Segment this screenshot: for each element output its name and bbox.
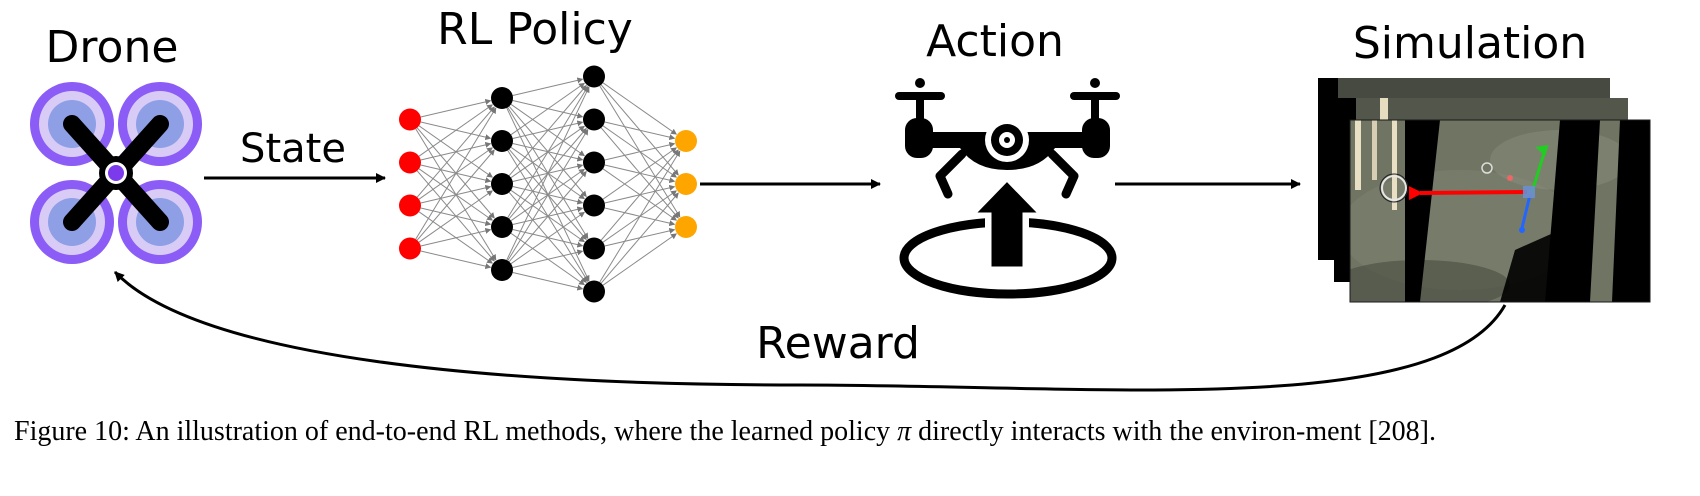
network-edge-2-0-0 xyxy=(602,82,677,135)
network-edge-1-0-0 xyxy=(512,77,584,96)
drone-icon xyxy=(30,82,202,264)
network-node-layer2-3 xyxy=(491,173,513,195)
network-edge-1-4-1 xyxy=(507,128,589,261)
network-edge-2-2-0 xyxy=(604,141,676,161)
policy-label: RL Policy xyxy=(437,4,633,55)
network-edge-0-2-0 xyxy=(416,106,495,198)
caption-text-before: An illustration of end-to-end RL methods… xyxy=(135,416,891,447)
simulation-label: Simulation xyxy=(1353,18,1587,69)
network-node-layer3-1 xyxy=(583,65,605,88)
network-edge-0-3-2 xyxy=(418,190,493,243)
network-edge-1-4-4 xyxy=(512,249,584,268)
network-edge-2-5-1 xyxy=(600,192,679,284)
network-edge-2-3-0 xyxy=(602,147,677,200)
policy-network xyxy=(399,65,697,303)
simulation-frames xyxy=(1318,78,1651,303)
network-node-layer2-4 xyxy=(491,216,513,238)
rl-diagram: Drone RL Policy Action Simulation xyxy=(30,4,1651,392)
drone-label: Drone xyxy=(46,22,179,73)
network-edge-1-3-0 xyxy=(507,85,589,218)
network-node-layer1-3 xyxy=(399,194,421,217)
network-edge-0-3-0 xyxy=(415,107,497,240)
network-node-layer2-1 xyxy=(491,87,513,109)
figure-number: Figure 10: xyxy=(14,416,130,447)
state-label: State xyxy=(240,126,346,172)
caption-text-after: directly interacts with the environ-ment… xyxy=(918,416,1436,447)
network-edge-1-4-0 xyxy=(506,86,590,261)
network-node-layer3-3 xyxy=(583,151,605,174)
network-edge-0-0-0 xyxy=(420,98,492,118)
network-edge-1-4-5 xyxy=(512,272,584,291)
network-node-layer4-1 xyxy=(675,130,697,152)
network-edge-1-2-0 xyxy=(508,84,587,176)
network-edge-1-4-3 xyxy=(510,211,585,265)
sim-frame-front xyxy=(1349,119,1651,303)
reward-label: Reward xyxy=(756,318,920,369)
network-edges xyxy=(415,77,681,291)
network-node-layer3-4 xyxy=(583,194,605,217)
network-edge-0-3-1 xyxy=(416,149,495,241)
network-edge-2-5-2 xyxy=(602,233,677,286)
network-node-layer4-3 xyxy=(675,216,697,238)
network-edge-0-3-3 xyxy=(420,227,492,247)
network-node-layer1-4 xyxy=(399,237,421,260)
network-edge-1-4-2 xyxy=(508,170,587,262)
network-edge-0-3-4 xyxy=(420,250,492,270)
network-node-layer3-6 xyxy=(583,280,605,303)
network-node-layer2-2 xyxy=(491,130,513,152)
network-node-layer3-5 xyxy=(583,237,605,260)
network-edge-2-1-0 xyxy=(604,121,676,141)
figure-caption: Figure 10: An illustration of end-to-end… xyxy=(14,414,1686,450)
network-edge-2-5-0 xyxy=(599,150,681,283)
network-node-layer1-2 xyxy=(399,151,421,174)
action-drone-icon xyxy=(895,78,1120,299)
network-edge-1-1-0 xyxy=(510,82,585,136)
network-node-layer1-1 xyxy=(399,108,421,131)
reward-arrow xyxy=(113,270,1507,392)
policy-symbol: π xyxy=(897,416,912,447)
network-node-layer2-5 xyxy=(491,259,513,281)
action-label: Action xyxy=(926,16,1064,67)
network-edge-0-1-0 xyxy=(418,104,493,157)
network-node-layer4-2 xyxy=(675,173,697,195)
network-node-layer3-2 xyxy=(583,108,605,131)
network-edge-2-4-0 xyxy=(600,149,679,241)
network-nodes xyxy=(399,65,697,303)
